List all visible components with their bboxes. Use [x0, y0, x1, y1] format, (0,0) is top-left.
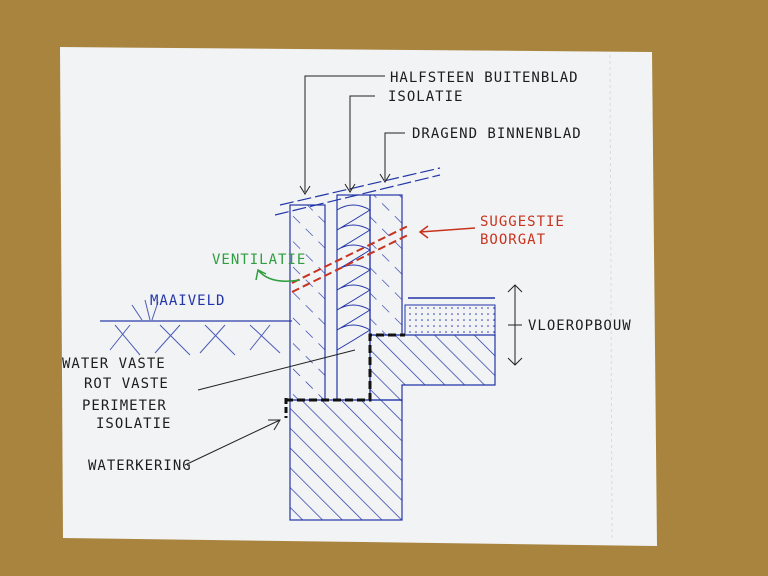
label-drill-hole-2: BOORGAT	[480, 232, 546, 248]
label-perimeter-4: ISOLATIE	[96, 416, 171, 432]
label-ground-level: MAAIVELD	[150, 293, 225, 309]
label-insulation: ISOLATIE	[388, 89, 463, 105]
label-ventilation: VENTILATIE	[212, 252, 306, 268]
label-perimeter-3: PERIMETER	[82, 398, 167, 414]
drill-hole	[291, 224, 411, 293]
label-perimeter-2: ROT VASTE	[84, 376, 169, 392]
label-outer-leaf: HALFSTEEN BUITENBLAD	[390, 70, 579, 86]
label-floor-build-up: VLOEROPBOUW	[528, 318, 632, 334]
floor-screed	[404, 304, 496, 336]
foundation	[289, 399, 403, 521]
inner-leaf	[369, 194, 403, 336]
outer-leaf	[289, 204, 326, 401]
perimeter-insulation	[285, 333, 405, 402]
paper-sheet	[60, 47, 657, 546]
label-inner-leaf: DRAGEND BINNENBLAD	[412, 126, 582, 142]
label-drill-hole-1: SUGGESTIE	[480, 214, 565, 230]
label-perimeter-1: WATER VASTE	[62, 356, 166, 372]
ground-hatching	[100, 299, 292, 356]
label-damp-proof: WATERKERING	[88, 458, 192, 474]
